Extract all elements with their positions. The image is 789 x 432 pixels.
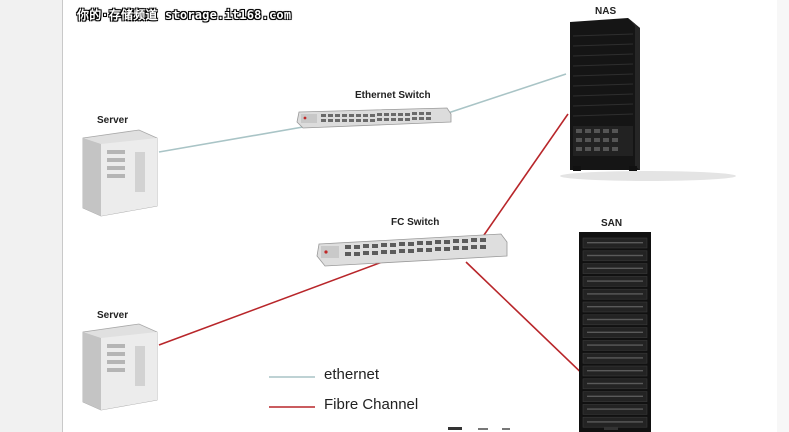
san-rack-unit-stripe (587, 318, 643, 321)
legend-ethernet-label: ethernet (324, 366, 380, 383)
fc-link-fcswitch-nas (474, 113, 569, 249)
san-label: SAN (601, 218, 623, 229)
watermark-text: 你的·存储频道 storage.it168.com (77, 8, 292, 22)
ethernet-link-switch-nas (447, 73, 567, 114)
fc-switch-label: FC Switch (391, 217, 440, 228)
ethernet-switch-label: Ethernet Switch (355, 90, 431, 101)
san-rack-unit-stripe (587, 370, 643, 372)
ethernet-switch-icon (296, 107, 452, 129)
san-rack-unit-stripe (587, 331, 643, 333)
fc-switch-icon (316, 233, 508, 267)
connection-lines (158, 73, 594, 385)
nas-label: NAS (595, 6, 617, 17)
fc-link-server-fcswitch (158, 254, 402, 346)
san-rack-unit-stripe (587, 242, 643, 244)
san-rack-unit-stripe (587, 254, 643, 257)
legend-swatches (269, 376, 315, 408)
server-bottom-icon (82, 323, 158, 411)
san-rack-unit-stripe (587, 306, 643, 308)
san-rack-unit-stripe (587, 421, 643, 423)
server-top-label: Server (97, 115, 129, 126)
server-top-icon (82, 129, 158, 217)
bottom-edge-artifact (448, 427, 618, 430)
diagram-canvas: 你的·存储频道 storage.it168.com (62, 0, 779, 432)
ethernet-link-server-switch (158, 126, 304, 153)
san-rack-unit-stripe (587, 267, 643, 269)
san-rack-unit-stripe (587, 293, 643, 295)
legend-fibre-channel-label: Fibre Channel (324, 396, 419, 413)
san-rack-unit-stripe (587, 408, 643, 410)
nas-storage-icon (560, 18, 736, 181)
san-storage-icon (579, 232, 651, 432)
fc-link-fcswitch-san (465, 261, 594, 385)
san-rack-unit-stripe (587, 344, 643, 346)
san-rack-unit-stripe (587, 357, 643, 359)
san-rack-unit-stripe (587, 395, 643, 397)
san-rack-unit-stripe (587, 280, 643, 282)
san-rack-unit-stripe (587, 382, 643, 385)
page-scrollbar[interactable] (777, 0, 789, 432)
server-bottom-label: Server (97, 310, 129, 321)
